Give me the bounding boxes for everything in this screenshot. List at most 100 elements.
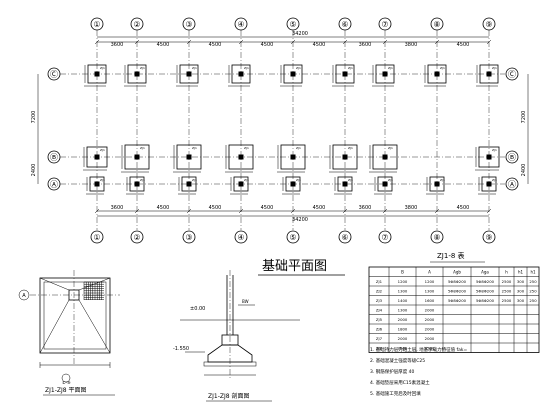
schedule-cell: ZJ3: [376, 298, 383, 303]
schedule-cell: 2500: [502, 298, 512, 303]
axis-top-2: ②: [133, 20, 140, 29]
section-caption: ZJ1-ZJ8 剖面图: [208, 392, 249, 400]
footing: [283, 64, 303, 84]
footing: [179, 64, 199, 84]
column: [238, 154, 244, 160]
schedule-cell: 1800: [398, 327, 408, 332]
schedule-cell: ZJ4: [376, 308, 383, 313]
footing: [332, 144, 358, 170]
schedule-cell: 1400: [398, 298, 408, 303]
column: [94, 154, 100, 160]
footing: [285, 176, 301, 192]
column: [486, 154, 492, 160]
schedule-cell: 1200: [398, 279, 408, 284]
schedule-cell: 300: [517, 289, 525, 294]
footing: [124, 144, 150, 170]
plan-dimensions: 3600360045004500450045004500450045004500…: [111, 42, 470, 211]
column: [94, 181, 100, 187]
span-bottom-6: 3600: [359, 205, 372, 211]
schedule-cell: ZJ2: [376, 289, 383, 294]
footing: [372, 144, 398, 170]
schedule-cell: 2000: [425, 336, 435, 341]
axis-row-b: Ⓑ: [508, 153, 516, 162]
section-wall-label: BW: [242, 299, 249, 304]
section-level-bottom: -1.550: [173, 346, 189, 352]
span-bottom-5: 4500: [313, 205, 326, 211]
column: [134, 154, 140, 160]
plan-row-dim-right-1: 7200: [521, 111, 527, 124]
footing: [231, 64, 251, 84]
column: [186, 154, 192, 160]
span-top-7: 3800: [405, 42, 418, 48]
column: [486, 181, 492, 187]
plan-total-length-top: 34200: [292, 31, 308, 37]
footing: [233, 176, 249, 192]
schedule-cell: 5Φ8Φ200: [476, 298, 495, 303]
footing: [87, 64, 107, 84]
column: [186, 71, 192, 77]
schedule-header-1: B: [401, 270, 404, 275]
schedule-table: ZJ1ZJ2ZJ3ZJ4ZJ5ZJ6ZJ7ZJ8B120013001400130…: [368, 266, 540, 353]
axis-top-4: ④: [237, 20, 244, 29]
column: [342, 71, 348, 77]
footing-label: ZJ1: [192, 66, 197, 70]
span-bottom-3: 4500: [209, 205, 222, 211]
axis-bottom-3: ③: [185, 233, 192, 242]
column: [134, 181, 140, 187]
schedule-header-4: Aga: [481, 270, 489, 275]
axis-top-8: ⑧: [433, 20, 440, 29]
footing: [228, 144, 254, 170]
rebar-grid: [83, 281, 104, 300]
column: [238, 181, 244, 187]
axis-top-6: ⑥: [341, 20, 348, 29]
schedule-cell: 5Φ8Φ200: [448, 279, 467, 284]
plan-total-length-bottom: 34200: [292, 217, 308, 223]
footing: [427, 64, 447, 84]
schedule-title: ZJ1-8 表: [437, 251, 465, 260]
column: [290, 71, 296, 77]
axis-top-5: ⑤: [289, 20, 296, 29]
footing-label: ZJ1: [140, 146, 145, 150]
schedule-cell: 2000: [425, 327, 435, 332]
schedule-cell: 2500: [398, 346, 408, 351]
span-top-1: 3600: [111, 42, 124, 48]
detail-section: BW ±0.00 -1.550 ZJ1-ZJ8 剖面图: [173, 270, 300, 402]
column: [382, 181, 388, 187]
footing-label: ZJ1: [244, 178, 249, 182]
schedule-cell: ZJ6: [376, 327, 383, 332]
footing-label: ZJ1: [388, 178, 393, 182]
axis-row-a: Ⓐ: [50, 180, 58, 189]
span-top-4: 4500: [261, 42, 274, 48]
footing-label: ZJ1: [140, 66, 145, 70]
footing-label: ZJ1: [492, 66, 497, 70]
detail-plan: A ①-⑨ ZJ1-ZJ8 平面图: [18, 270, 120, 396]
schedule-cell: 1300: [425, 289, 435, 294]
plan-row-dim-right-2: 2400: [521, 164, 527, 177]
footing-label: ZJ1: [348, 146, 353, 150]
axis-top-3: ③: [185, 20, 192, 29]
span-bottom-4: 4500: [261, 205, 274, 211]
span-bottom-7: 3800: [405, 205, 418, 211]
schedule-cell: ZJ5: [376, 317, 383, 322]
axis-bottom-8: ⑧: [433, 233, 440, 242]
footing-label: ZJ1: [192, 178, 197, 182]
footing: [429, 176, 445, 192]
footing: [127, 64, 147, 84]
schedule-cell: 1500: [425, 346, 435, 351]
schedule-cell: 2000: [398, 317, 408, 322]
schedule-cell: 2500: [502, 279, 512, 284]
schedule-cell: 250: [529, 298, 537, 303]
footing: [129, 176, 145, 192]
schedule-cell: ZJ7: [376, 336, 383, 341]
footing: [337, 176, 353, 192]
schedule-header-6: h1: [518, 270, 524, 275]
column: [238, 71, 244, 77]
schedule-cell: 1300: [398, 308, 408, 313]
detail-plan-caption: ZJ1-ZJ8 平面图: [45, 387, 86, 394]
axis-bottom-9: ⑨: [485, 233, 492, 242]
column: [290, 181, 296, 187]
footing-label: ZJ1: [100, 66, 105, 70]
schedule-cell: 2500: [502, 289, 512, 294]
